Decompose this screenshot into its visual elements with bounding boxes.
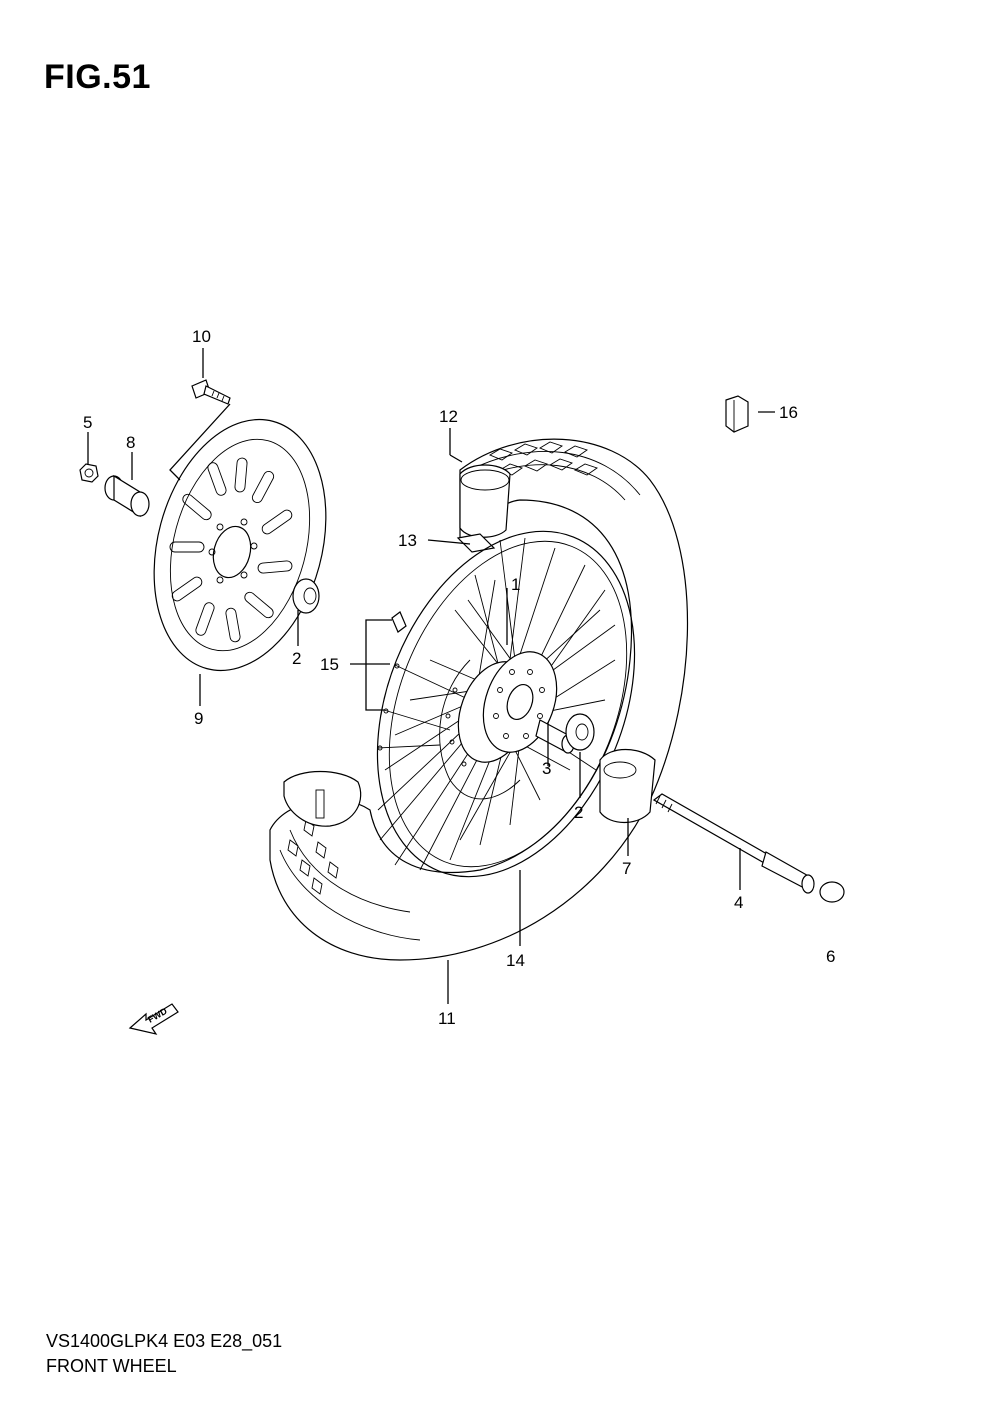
brake-disc-rear-view (439, 659, 521, 800)
rim (376, 530, 636, 878)
callout-15: 15 (320, 655, 339, 674)
tire (269, 438, 688, 961)
brake-disc (153, 418, 327, 672)
bearing-left (292, 578, 320, 614)
callout-12: 12 (439, 407, 458, 426)
spoke-nipple (391, 611, 407, 633)
bearing-right (565, 713, 595, 751)
axle (652, 793, 815, 894)
inner-tube (459, 464, 511, 538)
figure-name: FRONT WHEEL (46, 1356, 177, 1376)
valve-cap (725, 395, 749, 433)
spacer (104, 474, 150, 518)
hub (457, 651, 558, 763)
figure-title: FIG.51 (44, 58, 151, 96)
callout-10: 10 (192, 327, 211, 346)
callout-9: 9 (194, 709, 203, 728)
callout-2-left: 2 (292, 649, 301, 668)
callout-13: 13 (398, 531, 417, 550)
leader-lines (87, 348, 775, 1004)
model-code: VS1400GLPK4 E03 E28_051 (46, 1331, 283, 1351)
callout-7: 7 (622, 859, 631, 878)
callout-4: 4 (734, 893, 743, 912)
disc-bolt (191, 379, 231, 405)
axle-cap (819, 881, 845, 903)
collar (599, 749, 656, 824)
callout-16: 16 (779, 403, 798, 422)
callout-3: 3 (542, 759, 551, 778)
nut (79, 463, 99, 483)
callout-1: 1 (511, 575, 520, 594)
loose-spokes (377, 663, 471, 751)
callout-8: 8 (126, 433, 135, 452)
callout-6: 6 (826, 947, 835, 966)
callout-11: 11 (438, 1009, 456, 1028)
callout-14: 14 (506, 951, 525, 970)
callout-2-right: 2 (574, 803, 583, 822)
callout-5: 5 (83, 413, 92, 432)
forward-arrow-icon: FWD (128, 1003, 179, 1035)
rim-band (456, 533, 496, 553)
